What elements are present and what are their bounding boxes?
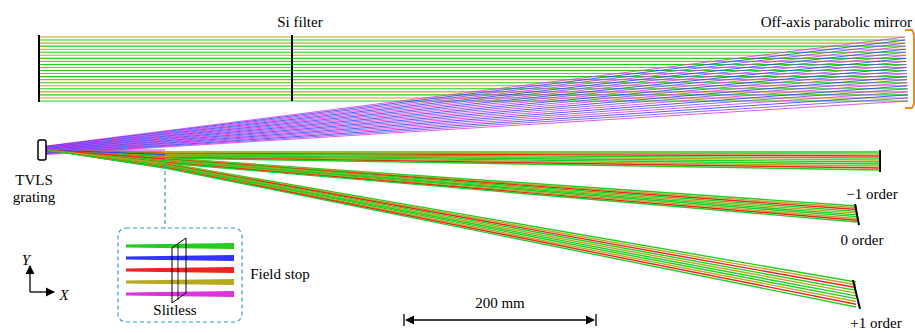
reflected-ray [46,37,905,146]
detector-plus1 [853,280,860,309]
reflected-ray [46,71,907,151]
incident-ray [40,43,905,44]
beam-sample [126,267,234,273]
grating-symbol [38,140,46,160]
part-label: Slitless [153,302,196,319]
reflected-ray [46,55,906,148]
reflected-ray [46,98,908,154]
scale-bar [406,319,594,320]
part-label: Field stop [250,266,310,283]
incident-ray [40,70,907,71]
reflected-ray [46,86,907,153]
incident-ray [40,36,905,37]
beam-sample [126,291,234,297]
part-label: 0 order [841,232,884,249]
part-label: Si filter [277,14,322,31]
diffracted-ray [48,150,857,210]
diffracted-ray [48,150,857,215]
part-label: 200 mm [475,295,525,312]
x-axis-arrow [30,291,54,292]
scale-tick [595,314,596,326]
inset-frame [118,228,242,322]
reflected-ray [46,64,906,149]
reflected-ray [46,92,908,153]
field-stop-inset [126,238,234,303]
reflected-ray [46,74,907,151]
incident-ray [40,49,906,50]
detector-minus1 [879,150,881,172]
diffracted-ray [48,150,857,208]
reflected-ray [46,43,905,147]
reflected-ray [46,80,907,152]
diffracted-ray [48,150,857,222]
part-label: TVLS grating [4,172,64,205]
incident-ray [40,46,905,47]
diffracted-ray [48,150,880,152]
incident-ray [40,52,906,53]
part-label: Off-axis parabolic mirror [761,14,912,31]
diffracted-ray [48,150,856,304]
incident-ray [40,88,908,89]
incident-ray [40,67,907,68]
beam-sample [126,255,234,261]
reflected-ray [46,89,908,153]
source-plane [38,35,40,102]
diffracted-ray [48,150,857,218]
incident-ray [40,39,905,40]
si-filter-plate [291,35,293,101]
diffracted-ray [48,150,857,211]
reflected-ray [46,61,906,149]
reflected-ray [46,52,906,148]
reflected-ray [46,77,907,152]
reflected-ray [46,46,905,147]
parabolic-mirror [905,30,914,108]
diffracted-ray [48,150,857,217]
reflected-ray [46,95,908,154]
detector-0 [855,204,859,225]
field-stop-plate [172,238,186,303]
diffracted-ray [48,150,857,220]
part-label: X [59,287,68,304]
part-label: −1 order [846,186,897,203]
inset-leader [164,164,165,228]
beam-sample [126,279,234,285]
wavelength-ray [48,150,165,168]
y-axis-arrow [29,266,30,292]
wavelength-ray [48,150,165,164]
part-label: Y [22,252,30,269]
field-stop-edge [178,245,179,300]
incident-ray [40,73,907,74]
reflected-ray [46,101,908,154]
part-label: +1 order [850,315,901,332]
diffracted-ray [48,150,857,213]
scale-tick [403,314,404,326]
reflected-ray [46,83,907,152]
beam-sample [126,243,234,249]
wavelength-ray [48,150,165,159]
